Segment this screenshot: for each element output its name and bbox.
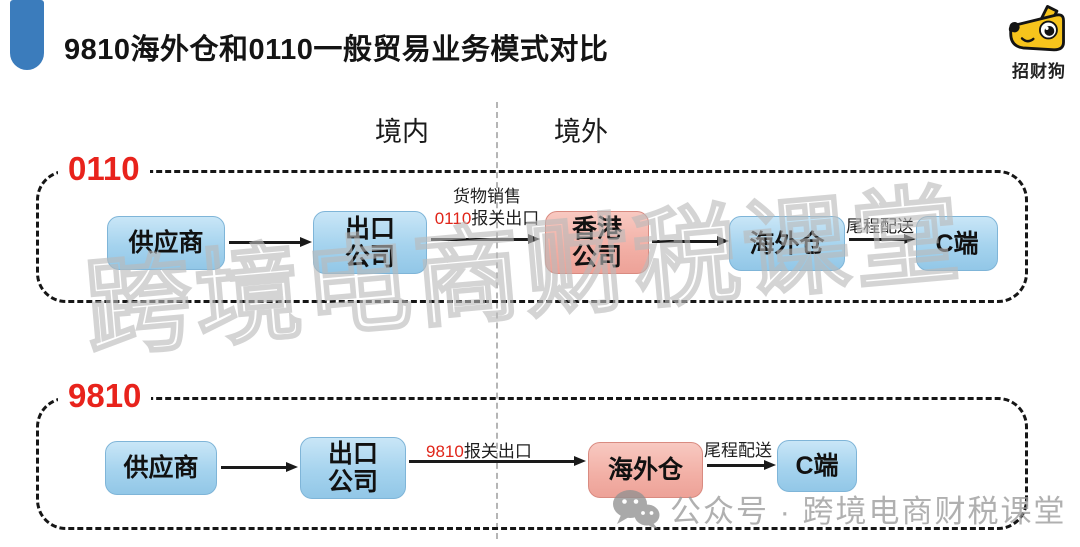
logo-text: 招财狗 (1012, 62, 1066, 81)
flow-9810-container (36, 397, 1028, 530)
arrow-export-to-warehouse (409, 460, 575, 463)
node-overseas-warehouse: 海外仓 (588, 442, 703, 498)
zhaocaigou-logo: 招财狗 (1000, 4, 1078, 82)
flow-0110-container (36, 170, 1028, 303)
declaration-text: 报关出口 (463, 442, 532, 461)
customs-code: 0110 (434, 209, 472, 229)
last-mile-label-9810: 尾程配送 (704, 441, 772, 460)
node-c-end: C端 (777, 440, 857, 492)
footer-credit: 公众号 · 跨境电商财税课堂 (612, 486, 1067, 531)
arrow-supplier-to-export (229, 241, 301, 244)
region-overseas-label: 境外 (554, 117, 608, 147)
node-c-end: C端 (916, 216, 998, 271)
last-mile-label-0110: 尾程配送 (846, 217, 914, 236)
node-hongkong-company: 香港 公司 (545, 211, 649, 274)
arrow-supplier-to-export (221, 466, 287, 469)
arrow-hongkong-to-warehouse (652, 240, 718, 243)
wechat-icon (613, 489, 660, 529)
node-supplier: 供应商 (105, 441, 217, 495)
node-overseas-warehouse: 海外仓 (729, 216, 845, 271)
arrow-warehouse-to-c-end (849, 238, 905, 241)
arrow-export-to-hongkong (431, 238, 529, 241)
region-domestic-label: 境内 (375, 117, 429, 147)
declaration-text: 报关出口 (471, 209, 540, 229)
export-declaration-label-0110: 货物销售 0110报关出口 (423, 186, 551, 230)
node-export-company: 出口 公司 (300, 437, 406, 499)
flow-9810-code-label: 9810 (58, 377, 152, 415)
export-declaration-label-9810: 9810报关出口 (426, 437, 532, 462)
arrow-warehouse-to-c-end (707, 464, 765, 467)
node-supplier: 供应商 (107, 216, 225, 270)
goods-sale-label: 货物销售 (453, 187, 521, 206)
page-title: 9810海外仓和0110一般贸易业务模式对比 (64, 34, 609, 66)
customs-code: 9810 (426, 442, 464, 461)
flow-0110-code-label: 0110 (58, 150, 150, 188)
node-export-company: 出口 公司 (313, 211, 427, 274)
footer-credit-text: 公众号 · 跨境电商财税课堂 (670, 494, 1067, 529)
declaration-line: 0110报关出口 (423, 208, 551, 230)
title-accent-bar (10, 0, 44, 70)
border-dashed-divider (496, 102, 498, 539)
dog-logo-icon (1008, 5, 1065, 52)
